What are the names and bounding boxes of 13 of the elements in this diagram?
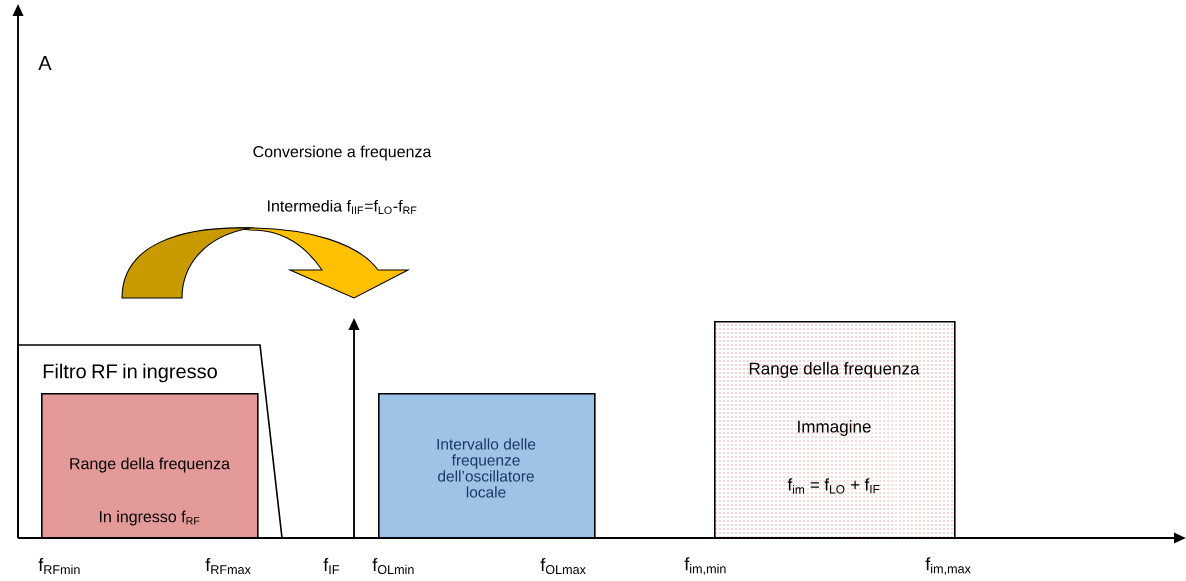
annotation-text: Intermedia f$_{IIF}$=f$_{LO}$-f$_{RF}$ xyxy=(268,199,417,215)
tick-label: f$_{RFmin}$ xyxy=(38,558,80,574)
axis-label: A xyxy=(38,56,52,70)
annotation-text: Conversione a frequenza xyxy=(253,145,432,161)
tick-label: f$_{OLmax}$ xyxy=(540,558,586,574)
frequency-band-box: Range della frequenza In ingresso f$_{RF}$ xyxy=(41,393,259,539)
tick-label: f$_{OLmin}$ xyxy=(372,558,414,574)
frequency-band-box: Range della frequenza Immagine f$_{im}$ = f$_{LO}$ + f$_{IF}$ xyxy=(714,321,956,539)
tick-label: f$_{IF}$ xyxy=(323,558,339,574)
tick-label: f$_{im,max}$ xyxy=(925,557,971,575)
tick-label: f$_{im,min}$ xyxy=(684,557,726,575)
tick-label: f$_{RFmax}$ xyxy=(205,558,251,574)
frequency-band-box: Intervallo delle frequenze dell’oscillatore locale xyxy=(378,393,596,539)
